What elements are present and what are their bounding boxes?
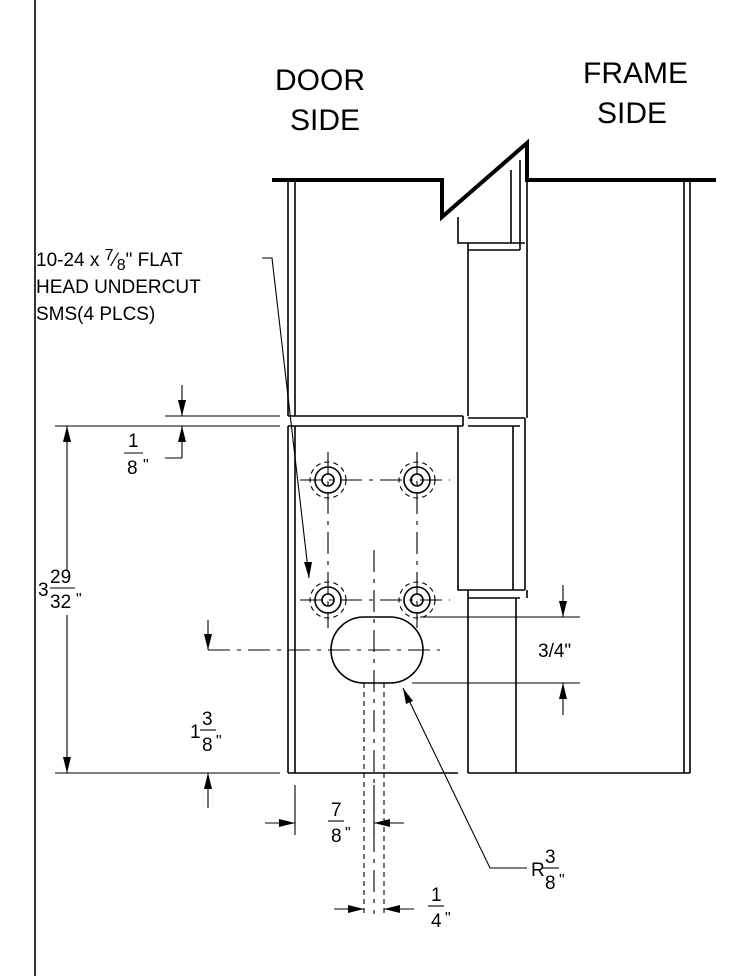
dim-slot-radius-num: 3 [545, 847, 556, 868]
svg-text:10-24 x 7⁄8" FLAT: 10-24 x 7⁄8" FLAT [36, 247, 183, 274]
top-break-line [272, 138, 716, 222]
hole-center-lines [300, 452, 450, 628]
dim-slot-width-unit: " [445, 910, 451, 927]
dim-overall-num: 29 [50, 567, 71, 588]
callout-text: 10-24 x 7⁄8" FLAT HEAD UNDERCUT SMS(4 PL… [36, 247, 201, 325]
callout-leader [262, 257, 312, 579]
dim-top-offset-num: 1 [128, 431, 139, 452]
dim-edge-offset: 7 8 " [265, 785, 404, 847]
dim-overall-height: 3 29 32 " [38, 425, 280, 774]
frame-side-label-line1: FRAME [583, 57, 688, 90]
dim-slot-height-den: 8 [202, 735, 213, 756]
dim-slot-height-unit: " [216, 733, 222, 750]
door-side-label-line1: DOOR [275, 64, 365, 97]
dim-slot-height-num: 3 [202, 709, 213, 730]
dim-top-offset-unit: " [143, 457, 149, 474]
dim-slot-height: 1 3 8 " [190, 620, 222, 808]
door-side-label-line2: SIDE [290, 104, 360, 137]
dim-slot-width: 1 4 " [334, 885, 451, 932]
frame-outline [526, 180, 691, 773]
callout-line1-slash: ⁄ [110, 250, 120, 271]
dim-slot-width-den: 4 [431, 911, 442, 932]
dim-overall-den: 32 [50, 592, 71, 613]
door-outline [287, 180, 463, 774]
callout-line1-pre: 10-24 x [36, 250, 105, 271]
dim-slot-width-num: 1 [431, 885, 442, 906]
dim-slot-radius-den: 8 [545, 873, 556, 894]
dim-edge-offset-den: 8 [331, 826, 342, 847]
hinge-leaf-outline [457, 160, 690, 774]
dim-edge-offset-unit: " [345, 825, 351, 842]
dim-top-offset: 1 8 " [124, 385, 280, 479]
callout-line1-den: 8 [117, 257, 126, 274]
dim-overall-unit: " [76, 591, 82, 608]
callout-line3: SMS(4 PLCS) [36, 304, 155, 325]
dim-slot-radius-prefix: R [531, 860, 545, 881]
frame-side-label-line2: SIDE [597, 97, 667, 130]
callout-line1-post: " FLAT [126, 250, 183, 271]
dim-slot-radius-unit: " [559, 872, 565, 889]
dim-top-offset-den: 8 [127, 458, 138, 479]
callout-line1-num: 7 [105, 247, 114, 264]
dim-slot-height-whole: 1 [190, 722, 201, 743]
slot-cutout [208, 550, 440, 914]
dim-slot-radius: R 3 8 " [402, 687, 565, 894]
dim-overall-whole: 3 [38, 580, 49, 601]
dim-edge-offset-num: 7 [331, 800, 342, 821]
dim-slot-offset: 3/4" [412, 585, 580, 715]
callout-line2: HEAD UNDERCUT [36, 277, 201, 298]
dim-slot-offset-text: 3/4" [538, 641, 571, 662]
